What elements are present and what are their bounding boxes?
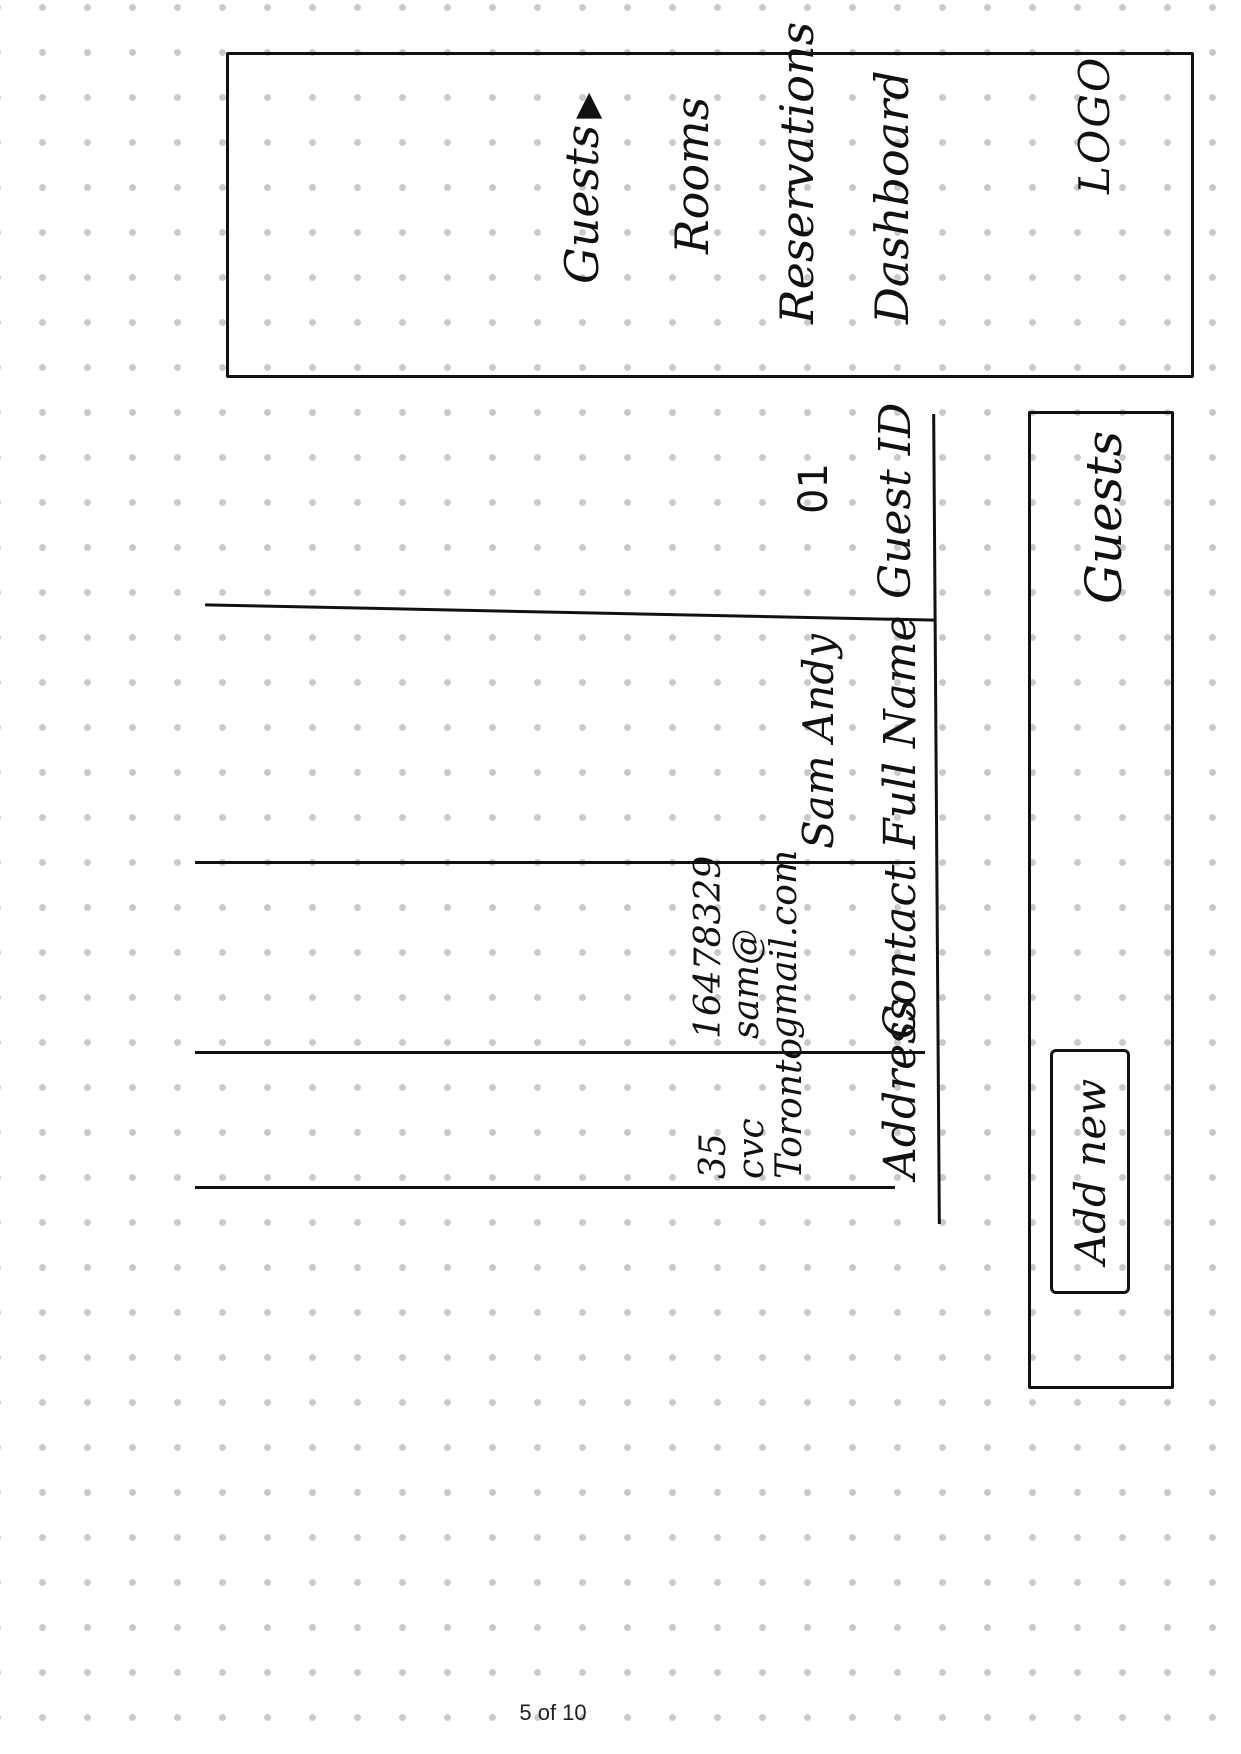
sidebar-item-reservations[interactable]: Reservations — [770, 21, 824, 324]
table-cell-guest-id: 01 — [791, 463, 837, 514]
contact-email-line-2: gmail.com — [764, 849, 805, 1039]
caret-right-icon: ▶ — [567, 92, 607, 119]
column-divider — [195, 1186, 895, 1189]
table-cell-address: 35 cvc Toronto — [693, 1037, 810, 1179]
table-cell-full-name: Sam Andy — [794, 634, 843, 849]
address-line-3: Toronto — [769, 1037, 810, 1179]
add-new-button[interactable]: Add new — [1050, 1049, 1130, 1294]
column-divider — [205, 603, 935, 622]
table-header-divider — [932, 413, 941, 1225]
column-header-guest-id[interactable]: Guest ID — [870, 402, 921, 599]
table-cell-contact: 16478329 sam@ gmail.com — [688, 849, 805, 1039]
sidebar-item-label: Guests — [555, 124, 609, 284]
sidebar-item-guests[interactable]: Guests ▶ — [555, 93, 609, 284]
sidebar-item-rooms[interactable]: Rooms — [665, 96, 719, 254]
address-line-1: 35 — [693, 1133, 734, 1179]
logo: LOGO — [1070, 55, 1119, 194]
column-header-full-name[interactable]: Full Name — [875, 615, 926, 850]
contact-email-line-1: sam@ — [726, 928, 767, 1039]
column-divider — [195, 1051, 925, 1054]
column-header-address[interactable]: Address — [875, 998, 926, 1179]
page-title: Guests — [1075, 430, 1133, 604]
contact-phone: 16478329 — [688, 855, 729, 1039]
column-divider — [195, 861, 915, 864]
sidebar-item-dashboard[interactable]: Dashboard — [865, 70, 919, 324]
address-line-2: cvc — [731, 1118, 772, 1179]
page-indicator: 5 of 10 — [519, 1700, 587, 1725]
